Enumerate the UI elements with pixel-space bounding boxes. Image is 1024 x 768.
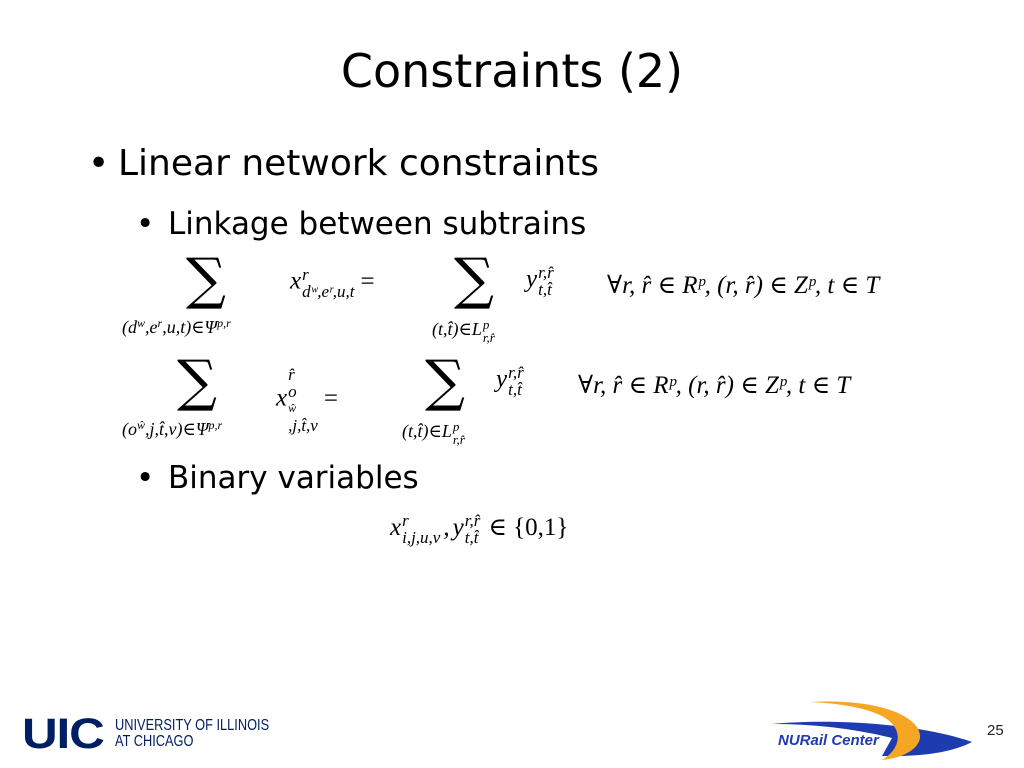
bullet-dot: • bbox=[88, 143, 110, 184]
sum-lower-index: (oŵ,j,t̂,v)∈Ψp,r bbox=[122, 418, 222, 440]
sub-part: ,j,t̂,v bbox=[288, 416, 318, 435]
var-sup: r bbox=[302, 265, 309, 284]
index-part: (t,t̂)∈L bbox=[402, 421, 452, 442]
nurail-logo-text: NURail Center bbox=[778, 732, 879, 749]
var-sup: r̂ bbox=[288, 365, 295, 384]
equals-sign: = bbox=[323, 384, 338, 412]
nurail-swoosh-icon bbox=[772, 701, 972, 760]
index-sup: r bbox=[157, 316, 163, 330]
index-part: (o bbox=[122, 419, 137, 439]
index-part: (d bbox=[122, 317, 137, 337]
equals-sign: = bbox=[360, 267, 375, 295]
slide-title: Constraints (2) bbox=[340, 44, 684, 98]
var-sup: r,r̂ bbox=[464, 511, 481, 531]
uic-logo-mark: UIC bbox=[22, 710, 105, 758]
set-membership: ∈ {0,1} bbox=[488, 514, 569, 541]
index-part: ,u,t)∈Ψ bbox=[162, 317, 218, 337]
var-sub: i,j,u,v bbox=[402, 528, 441, 548]
index-sub: r,r̂ bbox=[452, 432, 465, 447]
index-sup: p bbox=[452, 419, 460, 434]
var-sub: t,t̂ bbox=[464, 528, 479, 548]
sum-symbol: ∑ bbox=[177, 349, 217, 414]
sum-symbol: ∑ bbox=[186, 247, 226, 312]
index-part: (t,t̂)∈L bbox=[432, 319, 482, 340]
index-sup: p,r bbox=[208, 418, 223, 432]
index-part: ,e bbox=[145, 317, 158, 337]
var: y bbox=[452, 514, 464, 541]
index-sub: r,r̂ bbox=[482, 330, 495, 345]
index-sup: w bbox=[137, 316, 146, 330]
uic-logo-line2: AT CHICAGO bbox=[115, 733, 194, 750]
var: y bbox=[526, 265, 538, 293]
equation-condition: ∀r, r̂ ∈ Rᵖ, (r, r̂) ∈ Zᵖ, t ∈ T bbox=[607, 272, 880, 299]
var: x bbox=[390, 514, 402, 541]
comma: , bbox=[443, 514, 450, 541]
sum-lower-index: (dw,er,u,t)∈Ψp,r bbox=[122, 316, 231, 338]
var-sub: t,t̂ bbox=[538, 280, 552, 299]
bullet-dot: • bbox=[136, 460, 155, 496]
var-sub: t,t̂ bbox=[508, 380, 522, 399]
index-sup: p,r bbox=[217, 316, 231, 330]
sub-sup: ŵ bbox=[288, 401, 297, 415]
bullet-linear-network-constraints: •Linear network constraints bbox=[88, 143, 599, 184]
bullet-linkage-between-subtrains: • Linkage between subtrains bbox=[136, 206, 586, 242]
index-sup: ŵ bbox=[137, 418, 146, 432]
index-sup: p bbox=[482, 317, 490, 332]
var: x bbox=[290, 267, 302, 295]
bullet-text: Linear network constraints bbox=[118, 143, 600, 184]
nurail-logo: NURail Center bbox=[772, 698, 977, 760]
var-sup: r bbox=[402, 511, 409, 531]
page-number: 25 bbox=[987, 722, 1004, 739]
bullet-dot: • bbox=[136, 206, 155, 242]
bullet-binary-variables: • Binary variables bbox=[136, 460, 419, 496]
var-sup: r,r̂ bbox=[538, 263, 554, 282]
equation-condition: ∀r, r̂ ∈ Rᵖ, (r, r̂) ∈ Zᵖ, t ∈ T bbox=[578, 372, 851, 399]
sub-part: o bbox=[288, 382, 297, 401]
var-sub: dʷ,eʳ,u,t bbox=[302, 282, 355, 301]
index-part: ,j,t̂,v)∈Ψ bbox=[145, 419, 209, 439]
var: x bbox=[276, 384, 288, 412]
sum-symbol: ∑ bbox=[454, 247, 494, 312]
sum-symbol: ∑ bbox=[425, 349, 465, 414]
bullet-text: Binary variables bbox=[168, 460, 419, 496]
bullet-text: Linkage between subtrains bbox=[168, 206, 587, 242]
uic-logo-line1: UNIVERSITY OF ILLINOIS bbox=[115, 717, 270, 734]
var: y bbox=[496, 365, 508, 393]
var-sup: r,r̂ bbox=[508, 363, 524, 382]
uic-logo: UIC UNIVERSITY OF ILLINOIS AT CHICAGO bbox=[22, 710, 308, 758]
